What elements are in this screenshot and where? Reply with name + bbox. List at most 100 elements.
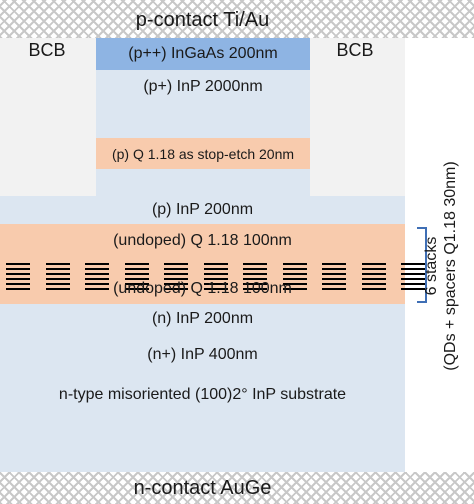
qd-layer-line	[124, 268, 149, 270]
qd-layer-line	[85, 263, 109, 265]
qd-layer-line	[45, 268, 70, 270]
qd-layer-line	[361, 288, 386, 290]
p-plus-inp-2000nm-label: (p+) InP 2000nm	[143, 78, 263, 95]
qd-layer-line	[203, 288, 228, 290]
qd-stack	[164, 263, 188, 291]
undoped-q118-top-label: (undoped) Q 1.18 100nm	[113, 232, 292, 249]
bcb-right-label: BCB	[336, 39, 374, 60]
qd-layer-line	[243, 283, 267, 285]
qd-layer-line	[124, 263, 149, 265]
p-inp-200nm-label: (p) InP 200nm	[151, 201, 254, 218]
qd-layer-line	[361, 263, 386, 265]
p-plus-plus-ingaas-label: (p++) InGaAs 200nm	[128, 45, 278, 62]
qd-layer-line	[6, 268, 30, 270]
qd-layer-line	[401, 268, 425, 270]
stack-annotation-text: 6 stacks (QDs + spacers Q1.18 30nm)	[422, 161, 460, 370]
qd-layer-line	[45, 283, 70, 285]
n-layers-region	[0, 304, 405, 472]
qd-layer-line	[401, 273, 425, 275]
qd-layer-line	[282, 288, 307, 290]
qd-stack	[282, 263, 307, 291]
p-inp-200nm-layer	[0, 196, 405, 224]
qd-stack	[361, 263, 386, 291]
qd-layer-line	[6, 278, 30, 280]
qd-layer-line	[45, 288, 70, 290]
qd-stack	[203, 263, 228, 291]
qd-layer-line	[6, 273, 30, 275]
stop-etch-label: (p) Q 1.18 as stop-etch 20nm	[111, 145, 295, 162]
qd-layer-line	[322, 263, 346, 265]
qd-layer-line	[203, 283, 228, 285]
qd-layer-line	[203, 263, 228, 265]
qd-layer-line	[322, 283, 346, 285]
qd-layer-line	[203, 268, 228, 270]
qd-layer-line	[164, 273, 188, 275]
qd-layer-line	[282, 263, 307, 265]
qd-layer-line	[282, 283, 307, 285]
bcb-left-label: BCB	[28, 39, 66, 60]
stack-annotation-line1: 6 stacks	[423, 236, 440, 296]
qd-layer-line	[322, 273, 346, 275]
qd-layer-line	[85, 273, 109, 275]
stop-etch-layer	[96, 138, 310, 169]
bcb-left-region	[0, 38, 96, 196]
qd-layer-line	[401, 263, 425, 265]
qd-layer-line	[322, 268, 346, 270]
qd-layer-line	[164, 288, 188, 290]
qd-layer-line	[6, 283, 30, 285]
qd-stack	[124, 263, 149, 291]
qd-layer-line	[322, 278, 346, 280]
qd-layer-line	[85, 268, 109, 270]
qd-layer-line	[164, 283, 188, 285]
qd-layer-line	[124, 288, 149, 290]
qd-layer-line	[361, 273, 386, 275]
qd-layer-line	[243, 268, 267, 270]
qd-layer-line	[401, 278, 425, 280]
p-plus-inp-2000nm-layer	[96, 70, 310, 138]
qd-stack	[45, 263, 70, 291]
qd-layer-line	[6, 263, 30, 265]
undoped-q118-bottom-label: (undoped) Q 1.18 100nm	[113, 280, 292, 297]
qd-stack	[6, 263, 30, 291]
qd-stack	[401, 263, 425, 291]
qd-layer-line	[203, 273, 228, 275]
qd-layer-line	[282, 273, 307, 275]
stack-bracket	[417, 227, 427, 303]
qd-layer-line	[85, 283, 109, 285]
stack-annotation-line2: (QDs + spacers Q1.18 30nm)	[442, 161, 459, 371]
substrate-label: n-type misoriented (100)2° InP substrate	[58, 386, 347, 403]
bottom-contact-label: n-contact AuGe	[133, 476, 272, 499]
p-plus-plus-ingaas-layer	[96, 38, 310, 70]
qd-layer-line	[243, 273, 267, 275]
stack-annotation: 6 stacks (QDs + spacers Q1.18 30nm)	[407, 161, 474, 370]
n-plus-inp-400nm-label: (n+) InP 400nm	[147, 346, 258, 363]
bottom-contact-layer	[0, 472, 474, 504]
qd-layer-line	[164, 278, 188, 280]
qd-layer-line	[322, 288, 346, 290]
qd-layer-line	[361, 268, 386, 270]
top-contact-label: p-contact Ti/Au	[135, 8, 270, 31]
qd-stack	[243, 263, 267, 291]
qd-layer-line	[85, 288, 109, 290]
qd-layer-line	[282, 278, 307, 280]
qd-layer-line	[124, 283, 149, 285]
qd-layer-line	[282, 268, 307, 270]
qd-layer-line	[401, 283, 425, 285]
qd-layer-line	[243, 278, 267, 280]
ridge-lower-inp	[96, 169, 310, 196]
qd-layer-line	[361, 278, 386, 280]
n-inp-200nm-label: (n) InP 200nm	[151, 310, 254, 327]
qd-layer-line	[401, 288, 425, 290]
bcb-right-region	[310, 38, 405, 196]
qd-layer-line	[124, 278, 149, 280]
qd-layer-line	[361, 283, 386, 285]
qd-stack	[322, 263, 346, 291]
qd-layer-line	[243, 288, 267, 290]
qd-layer-line	[164, 268, 188, 270]
qd-layer-line	[203, 278, 228, 280]
qd-layer-line	[45, 273, 70, 275]
qd-layer-line	[85, 278, 109, 280]
qd-layer-line	[164, 263, 188, 265]
qd-layer-line	[243, 263, 267, 265]
qd-stack	[85, 263, 109, 291]
